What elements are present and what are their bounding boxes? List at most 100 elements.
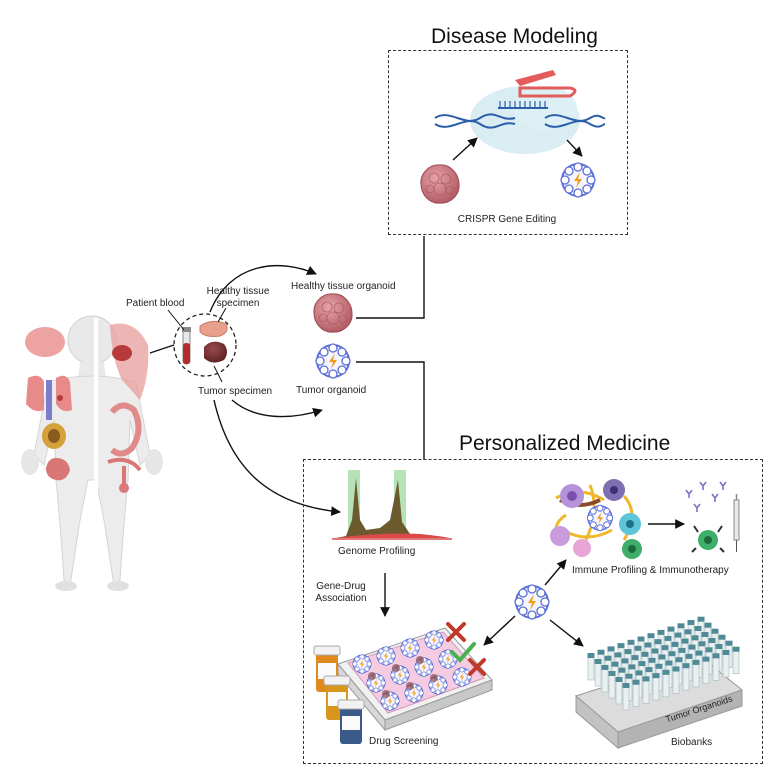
disease-modeling-box [388,50,628,235]
biobank-tube-cap [625,673,633,679]
genome-chart-icon [332,470,452,540]
biobank-tube-cap [671,641,679,647]
biobank-tube-cap [622,683,630,688]
tumor-specimen-icon [204,341,227,363]
biobank-tube-cap [647,633,655,639]
patient-blood-label: Patient blood [126,298,185,309]
biobank-tube-cap [698,641,706,647]
biobank-tube-cap [657,629,665,635]
biobank-tube-cap [611,661,619,667]
biobank-tube-cap [634,645,642,651]
biobank-tube-cap [672,666,680,672]
healthy-specimen-label-line2: specimen [216,298,260,309]
biobank-tube-cap [675,657,683,663]
biobank-tube-cap [697,616,705,622]
biobank-tube-cap [624,649,632,655]
syringe-icon [733,494,740,552]
drug-screening-label: Drug Screening [369,736,439,747]
biobank-tube-cap [617,643,625,649]
biobank-tube-cap [652,673,660,679]
biobank-tube-cap [587,653,595,658]
biobank-tube-cap [674,632,682,638]
disease-modeling-title: Disease Modeling [427,25,602,49]
biobank-tube-cap [705,647,713,653]
biobank-tube-cap [618,667,626,673]
biobank-tube-cap [594,659,602,664]
biobank-tube-cap [644,642,652,648]
biobank-tube-cap [725,640,733,646]
biobank-tube-cap [615,677,623,682]
gene-drug-label-line2: Association [315,593,367,604]
cross-mark-icon [446,622,486,676]
biobank-tube-cap [631,655,639,661]
blood-tube-icon [182,327,191,365]
biobank-tube-cap [704,622,712,628]
biobank-tube-cap [681,638,689,644]
biobank-tube-cap [702,656,710,662]
biobank-tube-cap [608,671,616,676]
tumor-organoid-icon [315,343,351,379]
specimen-circle [173,313,237,377]
arrow-to-tumor-organoid [231,399,323,418]
healthy-organoid-icon [313,293,353,333]
personalized-medicine-title: Personalized Medicine [455,432,675,456]
biobank-tray-icon [574,616,744,750]
connector-to-personalized [356,361,425,460]
genome-profiling-label: Genome Profiling [338,546,416,557]
gene-drug-label: Gene-Drug Association [309,581,373,605]
arrow-to-healthy-organoid [209,264,317,313]
biobank-tube-cap [664,635,672,641]
biobank-tube-cap [712,653,720,659]
tumor-specimen-label: Tumor specimen [198,386,273,397]
healthy-specimen-label: Healthy tissue specimen [206,286,270,310]
tissue-specimen-icon [199,320,228,337]
biobanks-label: Biobanks [671,737,713,748]
biobank-tube-cap [701,632,709,637]
pill-bottle-icon [313,645,365,744]
biobank-tube-cap [718,634,726,640]
biobank-tube-cap [695,650,703,656]
crispr-label: CRISPR Gene Editing [457,214,557,225]
biobank-tube-cap [597,649,605,655]
biobank-tube-cap [732,646,740,652]
arrow-from-crispr [566,139,583,157]
arrow-to-genome [213,399,341,516]
biobank-tube-cap [677,623,685,629]
body-to-specimen-line [149,344,175,354]
connector-to-disease-modeling [356,236,425,319]
biobank-tube-cap [684,629,692,635]
biobank-tube-cap [638,661,646,667]
biobank-tube-cap [648,657,656,663]
tumor-pointer [213,365,223,383]
biobank-tube-cap [678,647,686,653]
biobank-tube-cap [637,636,645,642]
biobank-tube-cap [654,639,662,645]
immune-cells-icon [550,479,642,559]
biobank-tube-cap [628,664,636,670]
biobank-tube-cap [601,665,609,670]
biobank-tube-cap [651,648,659,654]
biobank-tube-cap [691,635,699,641]
biobank-tube-cap [711,628,719,634]
biobank-tube-cap [661,645,669,651]
biobank-tube-cap [667,626,675,632]
biobank-tube-cap [694,626,702,631]
arrow-to-biobank [549,619,584,647]
dna-icon [434,101,606,129]
biobank-tube-cap [668,651,676,657]
healthy-organoid-label: Healthy tissue organoid [291,281,396,292]
gene-drug-label-line1: Gene-Drug [316,581,366,592]
biobank-tube-cap [632,679,640,685]
biobank-tube-cap [614,652,622,658]
biobank-tube-cap [655,663,663,669]
biobank-tube-cap [722,650,730,655]
tumor-organoid-label: Tumor organoid [296,385,367,396]
antibody-icon [685,481,727,553]
biobank-tube-cap [642,676,650,682]
blood-pointer [167,309,185,331]
personalized-medicine-box [303,459,763,764]
biobank-tube-cap [682,663,690,669]
biobank-tube-cap [688,644,696,650]
